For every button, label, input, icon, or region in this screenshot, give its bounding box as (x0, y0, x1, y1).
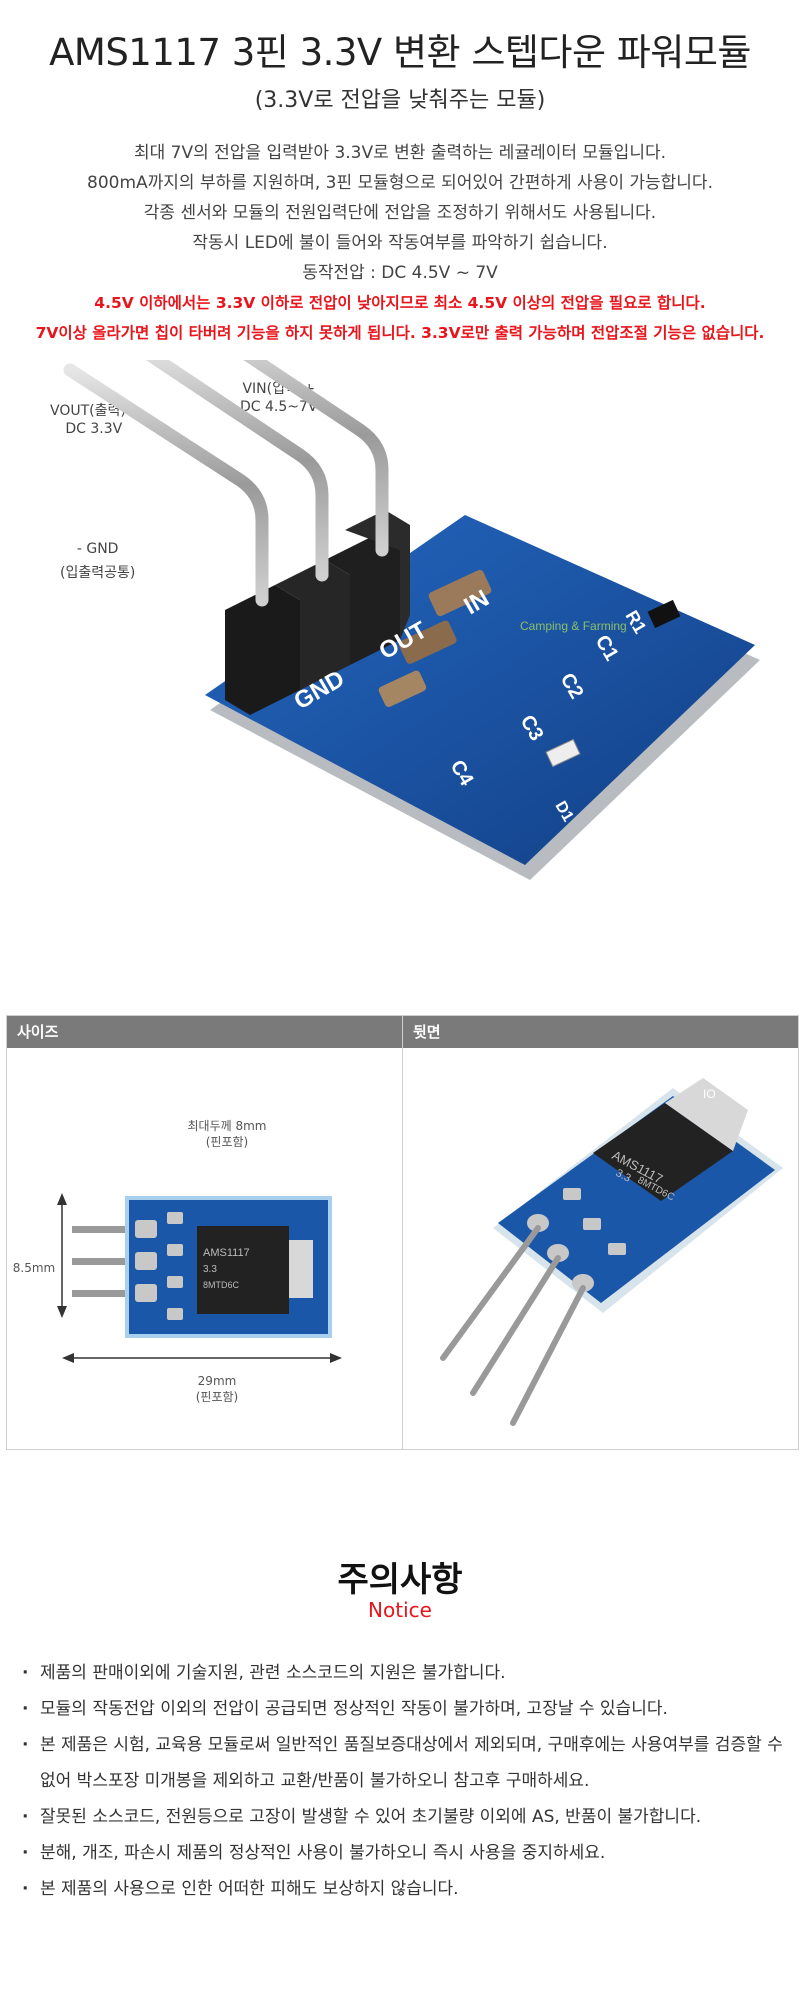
product-photo: VIN(입력)+ DC 4.5~7V VOUT(출력)+ DC 3.3V - G… (0, 360, 800, 920)
gnd-label: - GND (입출력공통) (60, 540, 135, 582)
thickness-text: 최대두께 8mm (187, 1119, 267, 1133)
width-note: (핀포함) (195, 1390, 239, 1404)
size-chip-sub2: 8MTD6C (203, 1280, 240, 1290)
back-panel-body: AMS1117 3.3 8MTD6C IO (403, 1048, 798, 1448)
notice-item: 제품의 판매이외에 기술지원, 관련 소스코드의 지원은 불가합니다. (20, 1655, 790, 1691)
vout-value-text: DC 3.3V (65, 421, 123, 437)
notice-item: 본 제품의 사용으로 인한 어떠한 피해도 보상하지 않습니다. (20, 1871, 790, 1907)
pins (63, 360, 389, 607)
notice-item: 모듈의 작동전압 이외의 전압이 공급되면 정상적인 작동이 불가하며, 고장날… (20, 1691, 790, 1727)
watermark: Camping & Farming (520, 619, 627, 633)
warning-line: 4.5V 이하에서는 3.3V 이하로 전압이 낮아지므로 최소 4.5V 이상… (94, 294, 706, 312)
page-subtitle: (3.3V로 전압을 낮춰주는 모듈) (254, 88, 546, 113)
width-text: 29mm (197, 1374, 237, 1388)
description-line: 최대 7V의 전압을 입력받아 3.3V로 변환 출력하는 레귤레이터 모듈입니… (133, 143, 667, 163)
size-chip-sub: 3.3 (203, 1264, 217, 1275)
back-photo: AMS1117 3.3 8MTD6C IO (440, 1078, 783, 1426)
description-line: 800mA까지의 부하를 지원하며, 3핀 모듈형으로 되어있어 간편하게 사용… (87, 173, 713, 193)
back-panel-header: 뒷면 (403, 1016, 798, 1048)
size-panel-header: 사이즈 (7, 1016, 402, 1048)
notice-item: 잘못된 소스코드, 전원등으로 고장이 발생할 수 있어 초기불량 이외에 AS… (20, 1799, 790, 1835)
smd-components (378, 569, 681, 768)
gnd-note-text: (입출력공통) (60, 565, 136, 581)
notice-list: 제품의 판매이외에 기술지원, 관련 소스코드의 지원은 불가합니다. 모듈의 … (20, 1655, 790, 1907)
notice-title: 주의사항 (337, 1560, 463, 1600)
height-label: 8.5mm (12, 1261, 56, 1275)
notice-item: 분해, 개조, 파손시 제품의 정상적인 사용이 불가하오니 즉시 사용을 중지… (20, 1835, 790, 1871)
size-panel: 사이즈 최대두께 8mm (핀포함) 8.5mm 29mm (핀포함) (6, 1015, 403, 1450)
description: 최대 7V의 전압을 입력받아 3.3V로 변환 출력하는 레귤레이터 모듈입니… (0, 138, 800, 348)
size-panel-body: 최대두께 8mm (핀포함) 8.5mm 29mm (핀포함) (7, 1048, 402, 1448)
thickness-label: 최대두께 8mm (핀포함) (157, 1118, 297, 1150)
pin-header (225, 510, 410, 715)
width-label: 29mm (핀포함) (157, 1373, 277, 1405)
page-title: AMS1117 3핀 3.3V 변환 스텝다운 파워모듈 (49, 31, 751, 74)
notice-item: 본 제품은 시험, 교육용 모듈로써 일반적인 품질보증대상에서 제외되며, 구… (20, 1727, 790, 1799)
notice-subtitle: Notice (368, 1598, 432, 1622)
gnd-label-text: - GND (76, 541, 119, 557)
description-line: 각종 센서와 모듈의 전원입력단에 전압을 조정하기 위해서도 사용됩니다. (143, 203, 657, 223)
back-panel: 뒷면 AMS1117 3.3 8MTD6C IO (402, 1015, 799, 1450)
operating-voltage: 동작전압 : DC 4.5V ~ 7V (302, 263, 498, 283)
module-illustration: GND OUT IN C1 C2 C3 C4 R1 D1 Camping & F… (63, 360, 760, 880)
description-line: 작동시 LED에 불이 들어와 작동여부를 파악하기 쉽습니다. (192, 233, 608, 253)
size-chip-text: AMS1117 (203, 1247, 250, 1259)
size-diagram: AMS1117 3.3 8MTD6C (57, 1193, 342, 1363)
vin-range-text: DC 4.5~7V (240, 399, 318, 415)
warning-line: 7V이상 올라가면 칩이 타버려 기능을 하지 못하게 됩니다. 3.3V로만 … (35, 324, 765, 342)
thickness-note: (핀포함) (205, 1135, 249, 1149)
back-silk: IO (703, 1087, 716, 1101)
